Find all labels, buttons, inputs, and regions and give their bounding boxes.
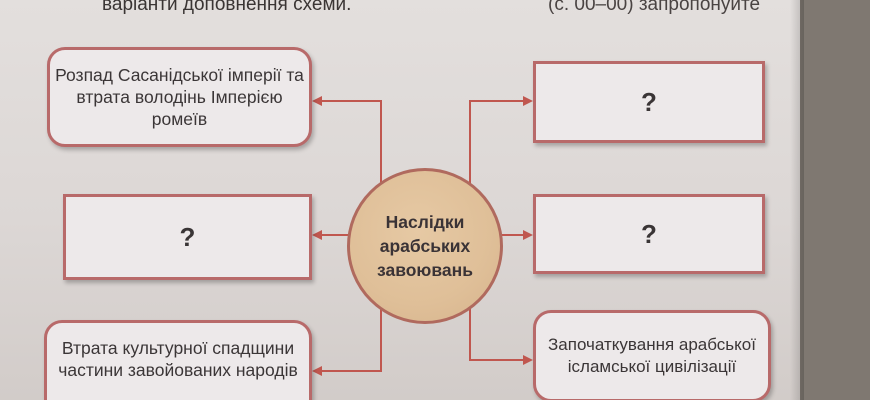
consequence-text: Втрата культурної спадщини частини завой… [58, 338, 298, 380]
connector-to-culture [312, 305, 382, 376]
connector-to-sasanid [312, 96, 382, 188]
consequence-box-unknown-right-middle: ? [533, 194, 765, 274]
connector-to-right-q1 [469, 96, 533, 188]
textbook-page: варіанти доповнення схеми. (с. 00–00) за… [0, 0, 800, 400]
center-circle: Наслідки арабських завоювань [347, 168, 503, 324]
question-mark: ? [641, 87, 657, 117]
question-mark: ? [179, 222, 196, 252]
consequence-box-culture: Втрата культурної спадщини частини завой… [44, 320, 312, 400]
consequence-box-unknown-right-top: ? [533, 61, 765, 143]
question-mark: ? [641, 219, 657, 249]
consequence-box-islamic: Започаткування арабської ісламської циві… [533, 310, 771, 400]
consequence-text: Започаткування арабської ісламської циві… [548, 335, 756, 376]
consequence-text: Розпад Сасанідської імперії та втрата во… [55, 65, 304, 129]
consequence-box-sasanid: Розпад Сасанідської імперії та втрата во… [47, 47, 312, 147]
center-label: Наслідки арабських завоювань [377, 212, 473, 280]
consequence-box-unknown-left: ? [63, 194, 312, 280]
instruction-text-right: (с. 00–00) запропонуйте [548, 0, 761, 15]
diagram-connectors [312, 96, 533, 376]
connector-to-islamic [469, 305, 533, 365]
page-edge-shadow [790, 0, 804, 400]
instruction-text: варіанти доповнення схеми. [102, 0, 352, 15]
